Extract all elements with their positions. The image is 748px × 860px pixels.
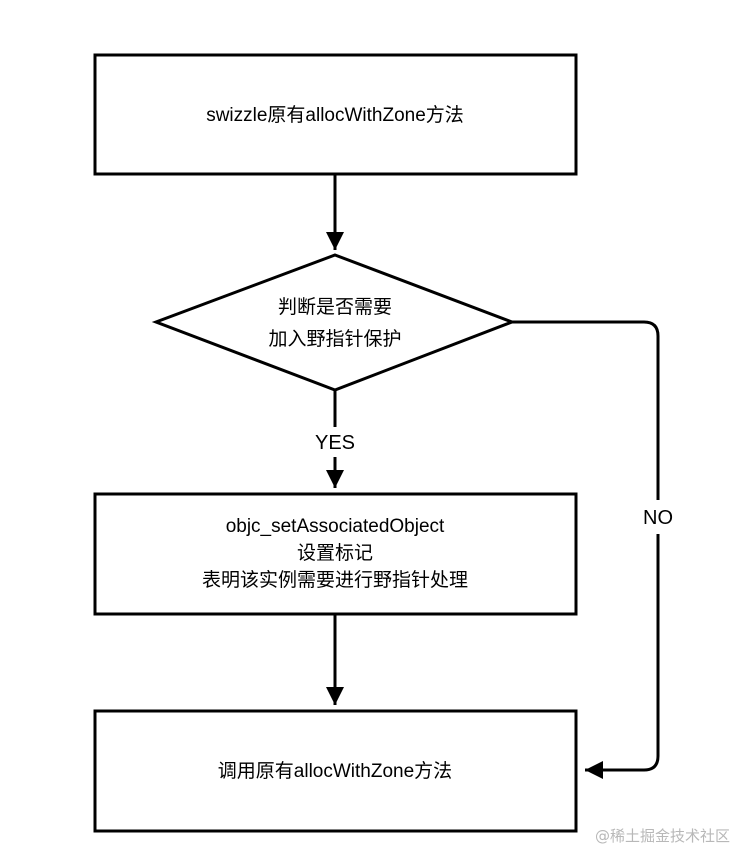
node-swizzle-text-line-1: swizzle原有allocWithZone方法: [206, 104, 464, 126]
node-call-original-box: [93, 709, 578, 833]
node-call-original: 调用原有allocWithZone方法: [93, 709, 578, 833]
node-set-object-text-line-3: 表明该实例需要进行野指针处理: [202, 569, 468, 591]
yes-label-background: [306, 427, 364, 457]
node-decision-diamond: [151, 253, 517, 392]
watermark-text: @稀土掘金技术社区: [595, 827, 730, 845]
node-set-object-box: [93, 492, 578, 616]
node-set-object-text-line-2: 设置标记: [297, 542, 373, 564]
edge-decision-no-to-call-original: [512, 320, 660, 779]
node-decision: 判断是否需要 加入野指针保护: [151, 253, 517, 392]
node-set-object: objc_setAssociatedObject 设置标记 表明该实例需要进行野…: [93, 492, 578, 616]
node-swizzle-box: [93, 53, 578, 176]
node-decision-text-line-1: 判断是否需要: [278, 296, 392, 318]
no-label: NO: [643, 507, 673, 529]
yes-label: YES: [315, 432, 355, 454]
node-swizzle: swizzle原有allocWithZone方法: [93, 53, 578, 176]
node-decision-text-line-2: 加入野指针保护: [268, 328, 401, 350]
node-call-original-text-line-1: 调用原有allocWithZone方法: [218, 760, 452, 782]
node-set-object-text-line-1: objc_setAssociatedObject: [226, 516, 445, 537]
no-label-background: [632, 500, 684, 534]
